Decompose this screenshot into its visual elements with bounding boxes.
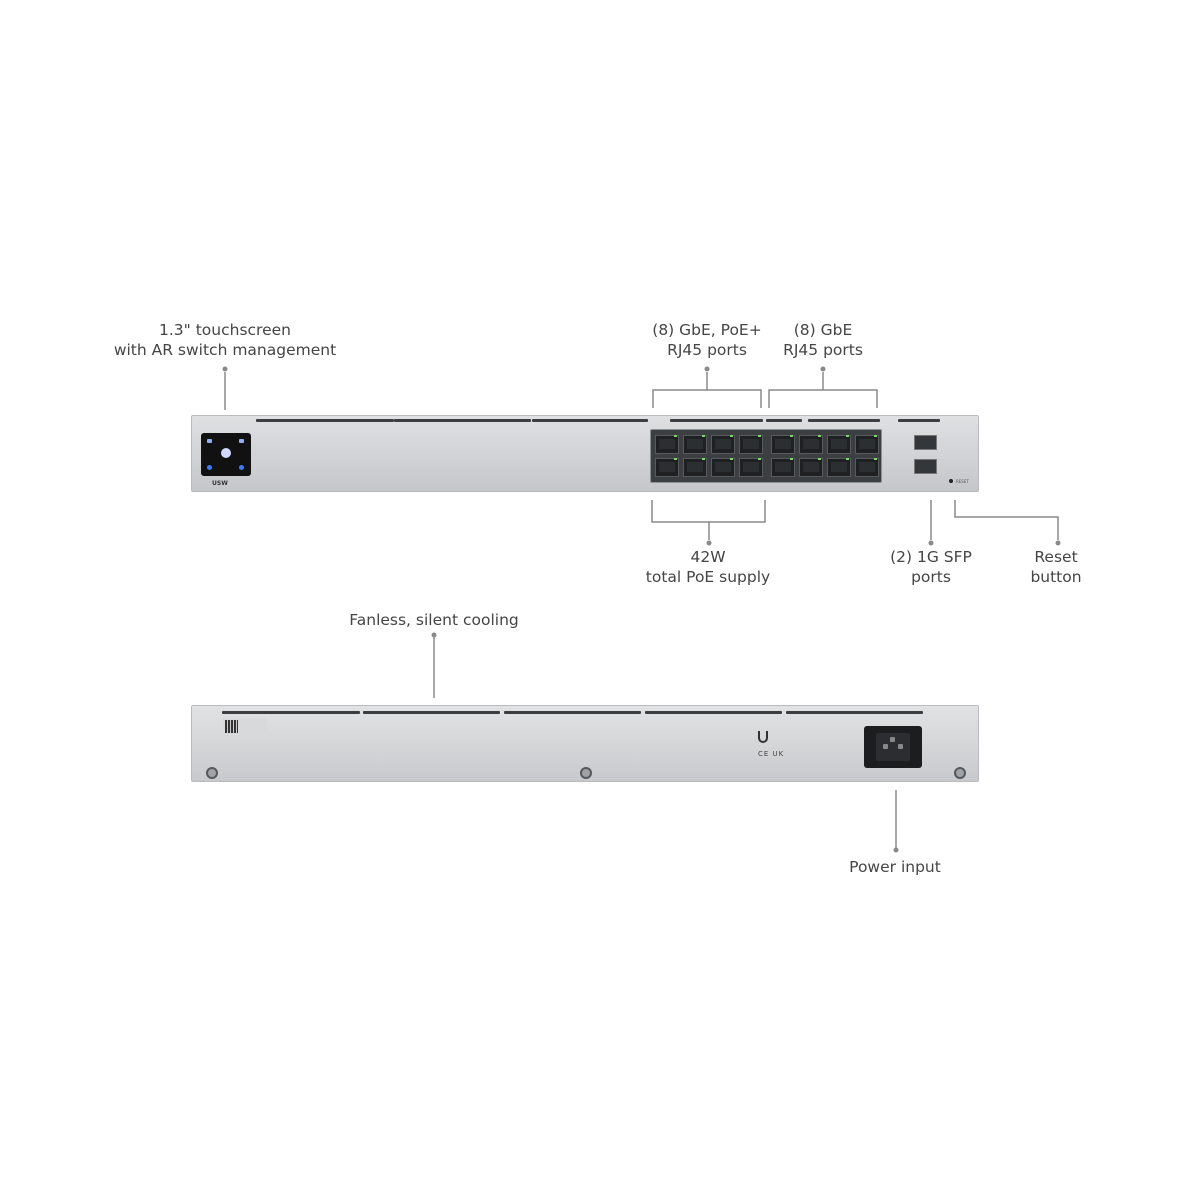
vent-slot	[532, 419, 648, 422]
vent-slot	[504, 711, 641, 714]
sfp-port[interactable]	[914, 459, 937, 474]
rj45-port[interactable]	[827, 458, 851, 477]
screen-corner-icon	[207, 439, 212, 443]
bracket-poe-supply	[651, 500, 766, 523]
rj45-port[interactable]	[683, 458, 707, 477]
vent-slot	[766, 419, 802, 422]
callout-dot	[706, 540, 712, 546]
vent-slot	[222, 711, 360, 714]
vent-slot	[786, 711, 923, 714]
label-poe-ports: (8) GbE, PoE+ RJ45 ports	[652, 321, 762, 359]
power-pin	[883, 744, 888, 749]
power-socket[interactable]	[864, 726, 922, 768]
port-led	[874, 435, 877, 437]
switch-rear-panel: CE UK ​	[191, 705, 979, 782]
rj45-port-block	[650, 429, 882, 483]
port-led	[730, 435, 733, 437]
screw-icon	[954, 767, 966, 779]
port-led	[702, 458, 705, 460]
screw-icon	[206, 767, 218, 779]
reset-text: RESET	[956, 479, 969, 484]
rj45-port[interactable]	[799, 435, 823, 454]
callout-line-reset	[954, 500, 1059, 540]
power-pin	[890, 737, 895, 742]
screen-corner-icon	[207, 465, 212, 470]
port-led	[758, 458, 761, 460]
rj45-port[interactable]	[799, 458, 823, 477]
label-sfp-ports: (2) 1G SFP ports	[890, 548, 972, 586]
vent-slot	[394, 419, 531, 422]
rj45-port[interactable]	[771, 458, 795, 477]
label-gbe-ports: (8) GbE RJ45 ports	[783, 321, 863, 359]
port-led	[818, 458, 821, 460]
rj45-port[interactable]	[739, 458, 763, 477]
port-led	[758, 435, 761, 437]
port-led	[846, 458, 849, 460]
label-power-input: Power input	[849, 858, 941, 876]
port-led	[846, 435, 849, 437]
bracket-gbe-ports	[768, 389, 878, 408]
switch-front-panel: USW RESET	[191, 415, 979, 492]
reset-button[interactable]	[949, 479, 953, 483]
callout-dot	[820, 366, 826, 372]
port-led	[874, 458, 877, 460]
label-reset-button: Reset button	[1030, 548, 1082, 586]
qr-code-icon	[225, 720, 238, 733]
port-led	[674, 435, 677, 437]
vent-slot	[670, 419, 763, 422]
vent-slot	[645, 711, 782, 714]
port-led	[702, 435, 705, 437]
label-cooling: Fanless, silent cooling	[349, 611, 519, 629]
rj45-port[interactable]	[655, 458, 679, 477]
port-led	[790, 435, 793, 437]
model-tag: USW	[212, 480, 228, 487]
bracket-poe-ports	[652, 389, 762, 408]
rj45-port[interactable]	[827, 435, 851, 454]
screen-corner-icon	[239, 465, 244, 470]
port-led	[674, 458, 677, 460]
sfp-port[interactable]	[914, 435, 937, 450]
rj45-port[interactable]	[771, 435, 795, 454]
rj45-port[interactable]	[683, 435, 707, 454]
rj45-port[interactable]	[739, 435, 763, 454]
screen-corner-icon	[239, 439, 244, 443]
callout-dot	[893, 847, 899, 853]
certification-marks: CE UK	[758, 750, 785, 758]
vent-slot	[898, 419, 940, 422]
callout-dot	[222, 366, 228, 372]
rj45-port[interactable]	[711, 435, 735, 454]
label-touchscreen: 1.3" touchscreen with AR switch manageme…	[113, 321, 337, 359]
screen-center-icon	[221, 448, 231, 458]
label-poe-supply: 42W total PoE supply	[645, 548, 771, 586]
callout-dot	[704, 366, 710, 372]
ubiquiti-logo-icon	[758, 731, 768, 743]
callout-dot	[928, 540, 934, 546]
vent-slot	[256, 419, 394, 422]
vent-slot	[808, 419, 880, 422]
rj45-port[interactable]	[711, 458, 735, 477]
callout-dot	[431, 632, 437, 638]
rj45-port[interactable]	[855, 435, 879, 454]
port-led	[790, 458, 793, 460]
rj45-port[interactable]	[655, 435, 679, 454]
vent-slot	[363, 711, 500, 714]
callout-dot	[1055, 540, 1061, 546]
touchscreen[interactable]	[201, 433, 251, 476]
port-led	[730, 458, 733, 460]
rj45-port[interactable]	[855, 458, 879, 477]
screw-icon	[580, 767, 592, 779]
port-led	[818, 435, 821, 437]
power-pin	[898, 744, 903, 749]
